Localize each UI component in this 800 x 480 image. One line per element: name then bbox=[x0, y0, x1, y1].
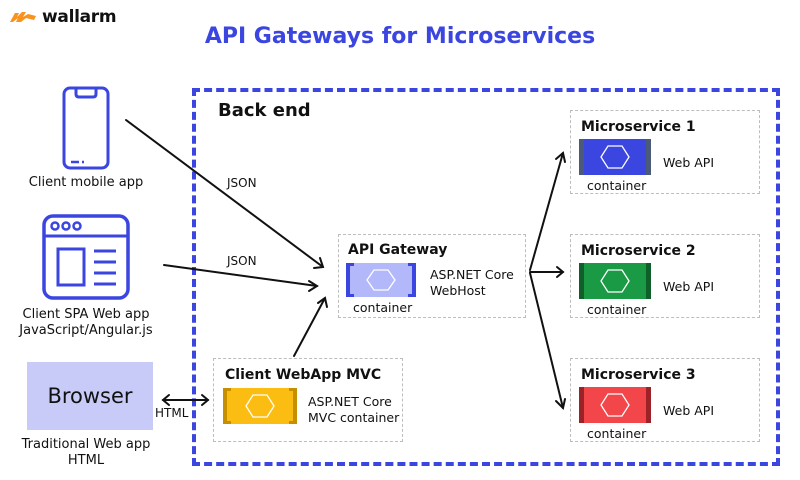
spa-client-label: Client SPA Web app bbox=[22, 307, 150, 322]
container-icon bbox=[579, 387, 651, 423]
microservice-3-container bbox=[579, 387, 651, 423]
mvc-container bbox=[223, 388, 297, 424]
microservice-2-api: Web API bbox=[663, 279, 715, 294]
edge-label-browser-html: HTML bbox=[155, 406, 189, 420]
container-icon bbox=[579, 263, 651, 299]
wallarm-logo: wallarm bbox=[10, 6, 117, 28]
edge-label-spa-json: JSON bbox=[227, 254, 257, 268]
mvc-line1: ASP.NET Core bbox=[308, 394, 392, 409]
traditional-client-sublabel: HTML bbox=[67, 453, 105, 468]
mvc-line2: MVC container bbox=[308, 410, 400, 425]
mvc-title: Client WebApp MVC bbox=[225, 367, 382, 383]
microservice-3-api: Web API bbox=[663, 403, 715, 418]
api-gateway-container bbox=[346, 263, 416, 297]
browser-box: Browser bbox=[27, 362, 153, 430]
microservice-1-title: Microservice 1 bbox=[581, 119, 696, 135]
mvc-box bbox=[213, 358, 403, 442]
traditional-client-label: Traditional Web app bbox=[21, 437, 151, 452]
microservice-3-title: Microservice 3 bbox=[581, 367, 696, 383]
wallarm-logo-icon bbox=[10, 12, 36, 22]
microservice-1-container bbox=[579, 139, 651, 175]
smartphone-icon bbox=[62, 86, 110, 170]
container-icon bbox=[579, 139, 651, 175]
microservice-1-api: Web API bbox=[663, 155, 715, 170]
container-icon bbox=[346, 263, 416, 297]
microservice-3-box bbox=[570, 358, 760, 442]
api-gateway-container-label: container bbox=[353, 300, 413, 315]
browser-window-icon bbox=[42, 214, 130, 300]
spa-client-sublabel: JavaScript/Angular.js bbox=[19, 323, 153, 338]
api-gateway-line2: WebHost bbox=[430, 283, 486, 298]
microservice-2-box bbox=[570, 234, 760, 318]
microservice-2-container bbox=[579, 263, 651, 299]
page-title: API Gateways for Microservices bbox=[204, 24, 596, 49]
microservice-1-box bbox=[570, 110, 760, 194]
api-gateway-box bbox=[338, 234, 526, 318]
microservice-3-container-label: container bbox=[587, 426, 647, 441]
mobile-client-label: Client mobile app bbox=[28, 175, 144, 190]
microservice-1-container-label: container bbox=[587, 178, 647, 193]
container-icon bbox=[223, 388, 297, 424]
api-gateway-line1: ASP.NET Core bbox=[430, 267, 514, 282]
microservice-2-title: Microservice 2 bbox=[581, 243, 696, 259]
brand-name: wallarm bbox=[42, 7, 117, 27]
api-gateway-title: API Gateway bbox=[348, 242, 448, 258]
microservice-2-container-label: container bbox=[587, 302, 647, 317]
backend-label: Back end bbox=[218, 100, 311, 121]
edge-label-mobile-json: JSON bbox=[227, 176, 257, 190]
